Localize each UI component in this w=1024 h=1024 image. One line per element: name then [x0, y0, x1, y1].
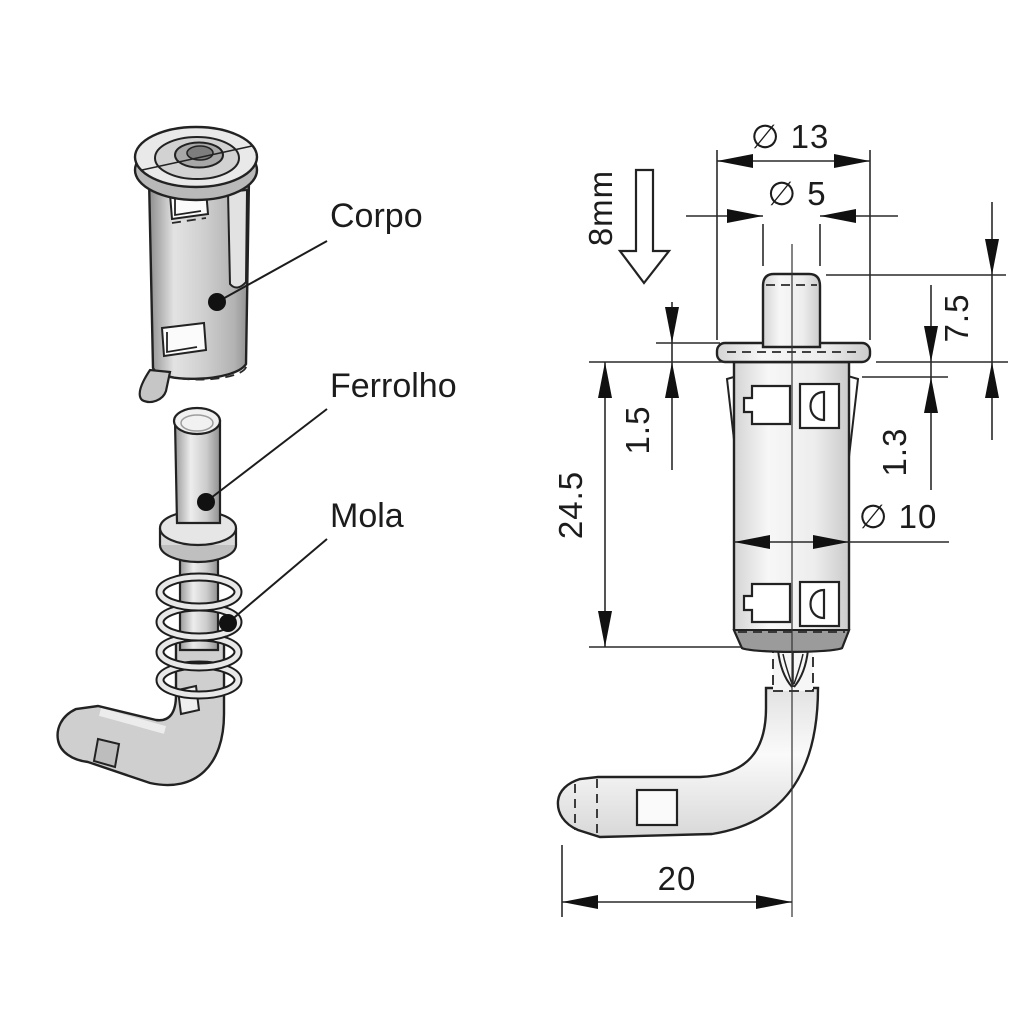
mola-3d-part — [155, 572, 243, 700]
part-labels: Corpo Ferrolho Mola — [197, 197, 457, 632]
dim-flange-thickness: 1.5 — [619, 302, 720, 470]
label-ferrolho: Ferrolho — [330, 367, 457, 405]
svg-text:24.5: 24.5 — [552, 471, 589, 539]
dim-diameter-5: ∅ 5 — [686, 175, 898, 266]
mola-leader-dot — [219, 614, 237, 632]
svg-text:8mm: 8mm — [582, 170, 619, 246]
dim-diameter-13: ∅ 13 — [716, 118, 871, 340]
svg-text:∅ 5: ∅ 5 — [767, 175, 826, 212]
svg-text:∅ 10: ∅ 10 — [859, 498, 938, 535]
snap-tip — [772, 648, 814, 692]
svg-text:1.5: 1.5 — [619, 406, 656, 455]
dimensions: ∅ 13 ∅ 5 8mm — [552, 118, 1008, 917]
exploded-view: Corpo Ferrolho Mola — [56, 125, 457, 787]
corpo-leader-dot — [208, 293, 226, 311]
svg-text:20: 20 — [658, 860, 697, 897]
svg-text:7.5: 7.5 — [938, 294, 975, 343]
label-mola: Mola — [330, 497, 404, 535]
dim-body-length: 24.5 — [552, 361, 742, 648]
latch-tab-upper-left — [742, 384, 792, 426]
depth-annotation: 8mm — [582, 168, 672, 285]
latch-tab-lower-left — [742, 582, 792, 624]
dim-pin-height: 7.5 — [826, 202, 1008, 440]
part-side-view — [556, 244, 872, 917]
ferrolho-leader-dot — [197, 493, 215, 511]
svg-text:∅ 13: ∅ 13 — [751, 118, 830, 155]
dimensioned-view: ∅ 13 ∅ 5 8mm — [552, 118, 1008, 917]
arm-window — [635, 788, 679, 827]
dim-clip-gap: 1.3 — [862, 285, 948, 490]
ferrolho-3d-part — [56, 406, 238, 787]
dim-arm-length: 20 — [561, 845, 792, 917]
down-arrow-icon — [617, 168, 672, 285]
label-corpo: Corpo — [330, 197, 423, 235]
corpo-3d-part — [133, 125, 259, 404]
svg-text:1.3: 1.3 — [876, 428, 913, 477]
dim-diameter-10: ∅ 10 — [734, 498, 949, 549]
